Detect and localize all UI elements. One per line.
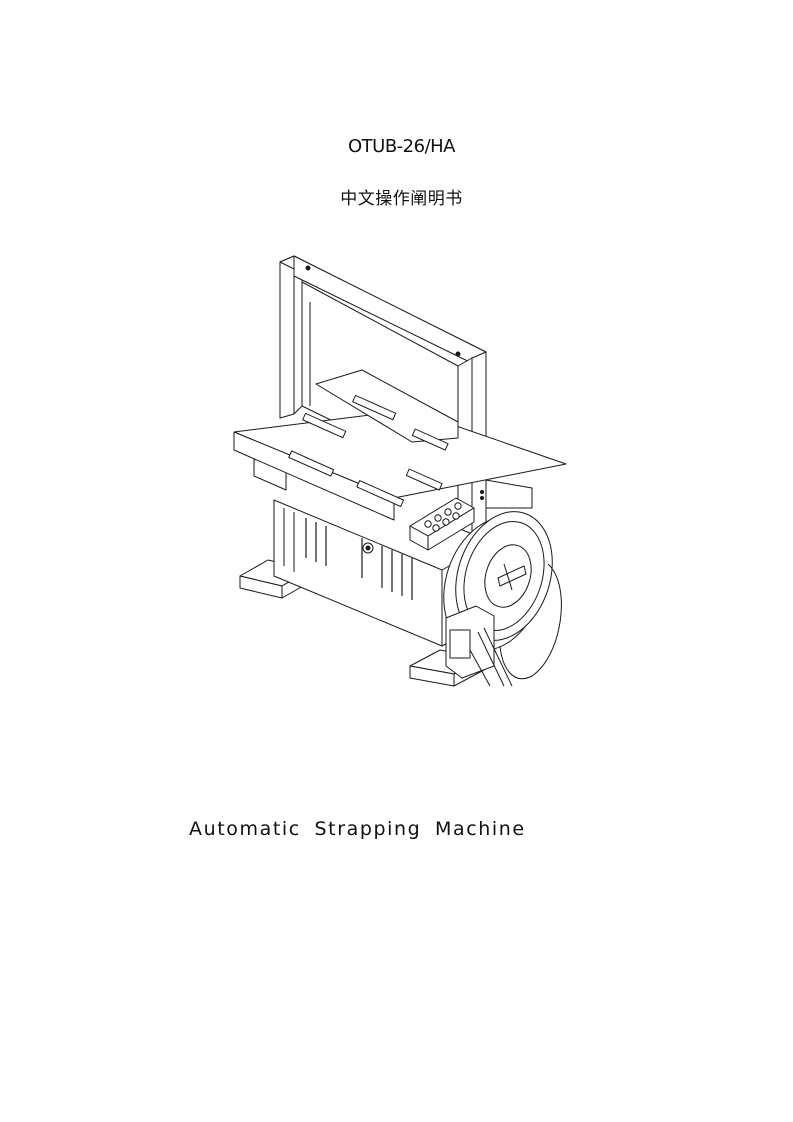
model-title: OTUB-26/HA [348,136,456,157]
reel-arm [499,563,562,680]
manual-title-en: Automatic Strapping Machine [189,818,526,840]
table-top [233,409,567,521]
cabinet-vents [305,518,413,600]
table-slots [288,394,449,508]
manual-title-cn: 中文操作阐明书 [340,189,463,209]
strapping-machine-illustration [233,255,567,687]
feed-unit [445,605,513,687]
back-plate [315,369,459,443]
arch-bolts [305,265,484,500]
control-buttons [424,502,462,532]
cabinet-knob [362,542,374,554]
strap-reel [443,511,553,651]
